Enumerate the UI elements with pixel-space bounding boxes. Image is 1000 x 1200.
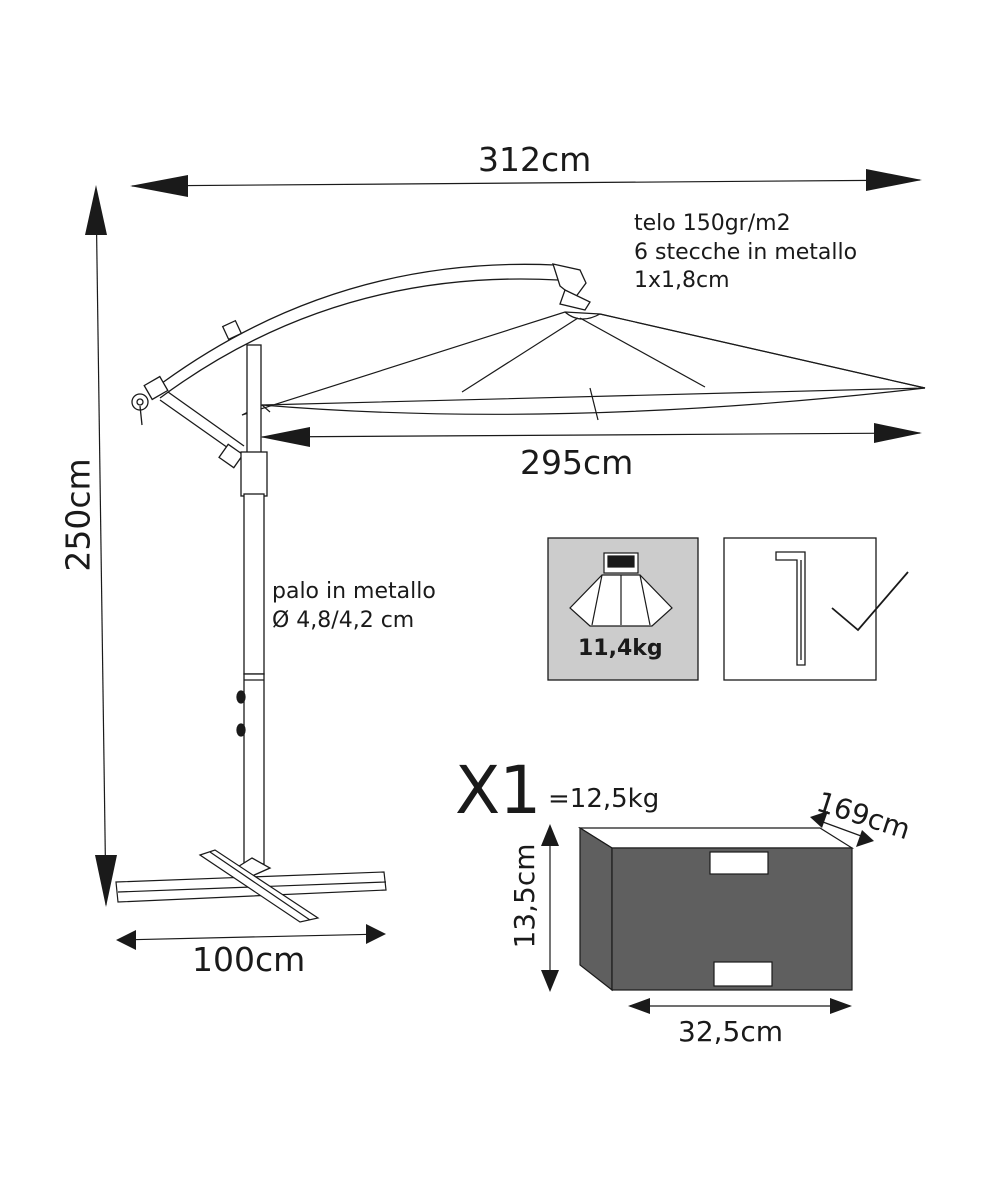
arrow-package-height <box>541 824 559 992</box>
canopy-spec-ribs: 6 stecche in metallo <box>634 239 858 265</box>
package-height-label: 13,5cm <box>508 843 541 949</box>
arrow-package-width <box>628 998 852 1014</box>
canopy-specs: telo 150gr/m2 6 stecche in metallo 1x1,8… <box>634 210 857 296</box>
package-quantity: X1 <box>455 752 541 829</box>
canopy-diameter-label: 295cm <box>520 443 634 482</box>
arrow-base-width <box>116 924 386 950</box>
total-width-label: 312cm <box>478 140 592 179</box>
arrow-package-length <box>810 811 874 847</box>
allen-key-icon <box>775 551 806 666</box>
package-width-label: 32,5cm <box>678 1015 784 1048</box>
arrow-canopy-diameter <box>260 423 922 447</box>
checkmark-icon <box>831 571 909 632</box>
weight-bag-icon <box>569 552 673 627</box>
base-width-label: 100cm <box>192 940 306 979</box>
tool-box <box>723 537 909 681</box>
total-height-label: 250cm <box>58 458 98 572</box>
package-weight: =12,5kg <box>548 784 660 814</box>
pole-spec-material: palo in metallo <box>272 579 436 604</box>
umbrella-pole <box>234 344 272 877</box>
umbrella-canopy <box>241 311 926 421</box>
arrow-total-height <box>85 185 117 907</box>
weight-bag-box <box>547 537 699 681</box>
pole-specs: palo in metallo Ø 4,8/4,2 cm <box>272 578 436 635</box>
package-box <box>577 826 855 992</box>
pole-spec-diameter: Ø 4,8/4,2 cm <box>272 607 415 633</box>
arrow-total-width <box>130 169 922 197</box>
canopy-spec-rib-size: 1x1,8cm <box>634 268 730 294</box>
weight-bag-label: 11,4kg <box>578 636 663 661</box>
umbrella-arm <box>131 263 591 469</box>
cross-base <box>115 849 387 923</box>
canopy-spec-fabric: telo 150gr/m2 <box>634 211 791 236</box>
